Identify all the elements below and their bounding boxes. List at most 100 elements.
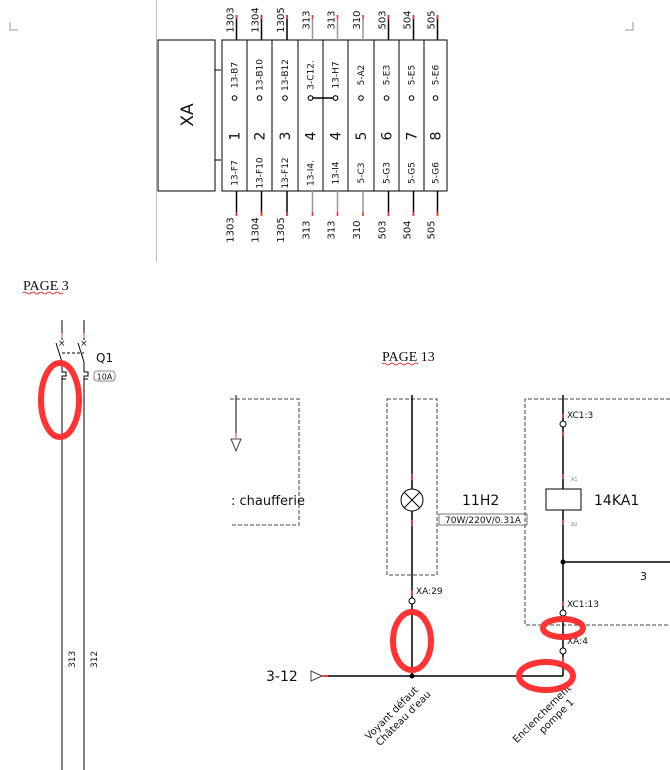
- terminal-point: [231, 95, 238, 101]
- terminal-7: 503 5-E3 6 5-G3 503: [373, 10, 400, 240]
- breaker-q1: ××: [55, 320, 89, 770]
- terminal-number: 3: [278, 132, 294, 141]
- bottom-wire-label: 313: [327, 220, 338, 239]
- bottom-ref-label: 13-F10: [256, 157, 266, 189]
- top-ref-label: 3-C12.: [307, 60, 317, 90]
- bottom-ref-label: 13-I4: [332, 161, 342, 184]
- terminal-6: 310 5-A2 5 5-C3 310: [347, 10, 375, 240]
- relay-xa-terminal: XA:4: [567, 637, 588, 647]
- top-wire-label: 1305: [276, 7, 287, 32]
- location-text: : chaufferie: [231, 494, 305, 509]
- top-wire-label: 504: [403, 10, 414, 29]
- terminal-8: 504 5-E5 7 5-G5 504: [398, 10, 425, 240]
- relay-coil: [545, 488, 582, 511]
- top-ref-label: 13-B10: [256, 59, 266, 91]
- terminal-circle: [408, 597, 416, 605]
- terminal-block-name: XA: [178, 103, 198, 127]
- bottom-ref-label: 5-G5: [408, 162, 418, 184]
- top-wire-label: 1304: [251, 7, 262, 32]
- bottom-ref-label: 13-I4.: [307, 160, 317, 186]
- terminal-circle: [559, 420, 567, 428]
- coil-a1: A1: [571, 477, 578, 483]
- svg-text:×: ×: [58, 339, 66, 349]
- relay-name: 14KA1: [594, 493, 639, 509]
- top-ref-label: 13-H7: [332, 61, 342, 88]
- bottom-wire-label: 313: [302, 220, 313, 239]
- page-3-heading: PAGE 3: [23, 279, 69, 294]
- spellcheck-underline: [22, 291, 64, 295]
- terminal-point: [358, 95, 364, 101]
- bottom-wire-label: 1304: [251, 217, 262, 242]
- terminal-4: 313 3-C12. 4 13-I4. 313: [297, 10, 324, 240]
- bottom-wire-label: 505: [427, 220, 438, 239]
- bottom-wire-label: 503: [378, 220, 389, 239]
- terminal-number: 7: [405, 132, 421, 141]
- terminal-block-label-box: [157, 39, 216, 192]
- breaker-rating: 10A: [97, 373, 113, 382]
- annotation-ellipse: [390, 609, 434, 673]
- lamp-terminal: XA:29: [416, 587, 443, 597]
- spellcheck-underline: [381, 362, 419, 366]
- terminal-9: 505 5-E6 8 5-G6 505: [423, 10, 448, 240]
- relay-top-terminal: XC1:3: [567, 411, 593, 421]
- bottom-wire-label: 310: [352, 220, 363, 239]
- bottom-ref-label: 13-F7: [231, 160, 241, 186]
- relay-bottom-terminal: XC1:13: [567, 600, 599, 610]
- terminal-3: 1305 13-B12 3 13-F12 1305: [271, 7, 299, 243]
- annotation-ellipse: [38, 360, 82, 440]
- arrow-right-icon: [310, 670, 324, 682]
- wire-label-312: 312: [90, 651, 100, 668]
- terminal-point: [432, 95, 439, 101]
- terminal-number: 5: [354, 132, 370, 141]
- relay-branch-ref: 3: [640, 570, 647, 583]
- terminal-number: 4: [329, 131, 345, 140]
- page-13-heading: PAGE 13: [382, 350, 435, 365]
- bottom-ref-label: 5-C3: [357, 163, 367, 184]
- top-ref-label: 13-B7: [231, 62, 241, 88]
- top-ref-label: 5-A2: [357, 65, 367, 86]
- top-wire-label: 313: [302, 10, 313, 29]
- bottom-wire-label: 1305: [276, 217, 287, 242]
- annotation-ellipse: [516, 659, 576, 693]
- lamp-spec: 70W/220V/0.31A: [445, 516, 522, 526]
- terminal-block: XA 130313-B7113-F71303130413-B10213-F101…: [157, 7, 448, 243]
- bottom-ref-label: 5-G3: [383, 162, 393, 184]
- terminal-number: 4: [304, 131, 320, 140]
- terminal-number: 8: [429, 132, 445, 141]
- terminal-circle: [559, 647, 567, 655]
- top-ref-label: 13-B12: [281, 59, 291, 91]
- top-wire-label: 310: [352, 10, 363, 29]
- breaker-name: Q1: [96, 351, 113, 365]
- lamp-spec-box: [438, 513, 528, 526]
- top-wire-label: 503: [378, 10, 389, 29]
- svg-text:×: ×: [80, 339, 88, 349]
- terminal-2: 1304 13-B10 2 13-F10 1304: [246, 7, 273, 243]
- top-ref-label: 5-E6: [432, 65, 442, 86]
- location-box: : chaufferie: [230, 395, 305, 526]
- terminal-point: [282, 95, 288, 101]
- top-wire-label: 1303: [226, 7, 237, 32]
- bottom-wire-label: 504: [403, 220, 414, 239]
- lamp-name: 11H2: [462, 493, 499, 509]
- annotation-marks: [38, 360, 586, 693]
- terminal-point: [383, 95, 390, 101]
- terminal-number: 6: [380, 131, 396, 140]
- terminal-circle: [559, 609, 567, 617]
- top-ref-label: 5-E5: [408, 65, 418, 85]
- arrow-down-icon: [230, 438, 242, 453]
- bottom-ref-label: 13-F12: [281, 157, 291, 188]
- terminal-point: [408, 95, 415, 101]
- source-ref: 3-12: [266, 669, 298, 685]
- bottom-wire-label: 1303: [226, 217, 237, 242]
- top-ref-label: 5-E3: [383, 65, 393, 85]
- top-wire-label: 313: [327, 10, 338, 29]
- terminal-number: 2: [253, 132, 269, 141]
- relay-14ka1: XC1:3 A1 A2 14KA1 3 XC1:13 XA:4: [524, 395, 670, 676]
- bus-line: 3-12: [266, 669, 563, 685]
- bottom-ref-label: 5-G6: [432, 162, 442, 184]
- top-wire-label: 505: [427, 10, 438, 29]
- wire-label-313: 313: [68, 651, 78, 668]
- terminal-5: 313 13-H7 4 13-I4 313: [322, 10, 349, 240]
- corner-mark: [9, 22, 18, 31]
- lamp-11h2: XA:29 11H2 70W/220V/0.31A: [386, 395, 528, 676]
